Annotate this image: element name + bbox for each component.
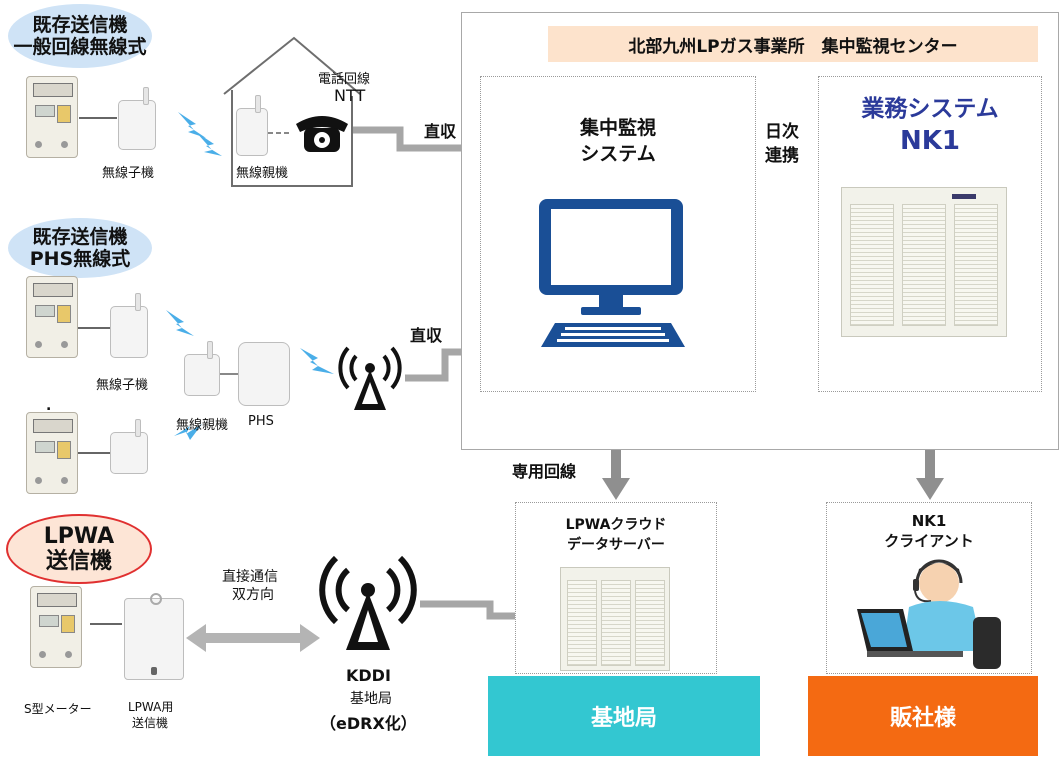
cable-dashes — [268, 132, 290, 134]
wireless-signal-icon — [166, 112, 334, 440]
phone-line-label: 電話回線 — [318, 72, 371, 87]
cloud-server-icon — [560, 567, 670, 671]
lpwa-cloud-box: LPWAクラウド データサーバー — [515, 502, 717, 674]
gas-meter-3 — [26, 412, 78, 494]
gas-meter-1 — [26, 76, 78, 158]
daily-link-line2: 連携 — [765, 146, 799, 166]
wireless-parent-label-1: 無線親機 — [236, 166, 289, 181]
business-system-line2: NK1 — [900, 126, 960, 156]
telephone-icon — [296, 116, 348, 152]
nk1-client-line2: クライアント — [884, 532, 974, 550]
wireless-child-label-1: 無線子機 — [102, 166, 155, 181]
gas-meter-2 — [26, 276, 78, 358]
lpwa-tx-bubble: LPWA 送信機 — [6, 514, 152, 584]
direct-line-1 — [352, 126, 480, 152]
edrx-label: （eDRX化） — [320, 714, 417, 733]
phs-unit — [238, 342, 290, 406]
nk1-client-line1: NK1 — [911, 512, 947, 530]
kddi-label: KDDI — [346, 666, 391, 685]
dedicated-line-label: 専用回線 — [512, 462, 577, 481]
bubble-line2: 送信機 — [45, 549, 112, 574]
cloud-line1: LPWAクラウド — [565, 517, 667, 533]
bubble-line1: LPWA — [43, 524, 115, 549]
kddi-antenna-icon — [319, 555, 417, 650]
wireless-parent-label-2: 無線親機 — [176, 418, 229, 433]
s-meter-label: S型メーター — [24, 702, 92, 716]
direct-label-2: 直収 — [410, 326, 443, 345]
ntt-label: NTT — [334, 86, 366, 105]
phs-label: PHS — [248, 414, 274, 429]
stray-dot: . — [46, 398, 52, 414]
wireless-child-label-2: 無線子機 — [96, 378, 149, 393]
operator-icon — [857, 559, 1001, 669]
antenna-tower-icon — [338, 346, 402, 410]
bidirectional-arrow — [186, 624, 320, 652]
nk1-client-box: NK1 クライアント — [826, 502, 1032, 674]
bubble-line2: 一般回線無線式 — [13, 36, 147, 58]
gas-meter-s-type — [30, 586, 82, 668]
business-system-line1: 業務システム — [861, 96, 999, 122]
lpwa-tx-label-2: 送信機 — [132, 716, 169, 730]
house-icon — [223, 36, 361, 187]
bubble-line1: 既存送信機 — [32, 226, 128, 248]
center-title: 北部九州LPガス事業所 集中監視センター — [548, 26, 1038, 62]
wireless-child-unit-1 — [118, 87, 156, 150]
wireless-parent-unit-1 — [236, 95, 268, 156]
bubble-line1: 既存送信機 — [32, 14, 128, 36]
computer-icon — [539, 199, 685, 347]
base-station-box: 基地局 — [488, 676, 760, 756]
monitor-system-box: 集中監視 システム — [480, 76, 756, 392]
wireless-parent-unit-2 — [184, 341, 220, 396]
bubble-line2: PHS無線式 — [29, 248, 131, 270]
monitor-system-line2: システム — [580, 143, 656, 165]
monitor-system-line1: 集中監視 — [579, 117, 656, 139]
direct-comm-label-1: 直接通信 — [222, 569, 278, 585]
business-system-box: 業務システム NK1 — [818, 76, 1042, 392]
daily-link-label: 日次 連携 — [760, 120, 804, 168]
wireless-child-unit-3 — [110, 419, 148, 474]
nk1-server-icon — [841, 187, 1007, 337]
distributor-box: 販社様 — [808, 676, 1038, 756]
daily-link-line1: 日次 — [765, 122, 799, 142]
existing-tx-phs-bubble: 既存送信機 PHS無線式 — [8, 218, 152, 278]
cloud-line2: データサーバー — [567, 537, 665, 553]
base-station-label: 基地局 — [350, 691, 392, 707]
wireless-child-unit-2 — [110, 293, 148, 358]
direct-comm-label-2: 双方向 — [232, 587, 274, 603]
existing-tx-general-bubble: 既存送信機 一般回線無線式 — [8, 4, 152, 68]
lpwa-tx-label-1: LPWA用 — [128, 700, 174, 714]
direct-label-1: 直収 — [424, 122, 457, 141]
lpwa-transmitter-unit — [124, 593, 184, 680]
